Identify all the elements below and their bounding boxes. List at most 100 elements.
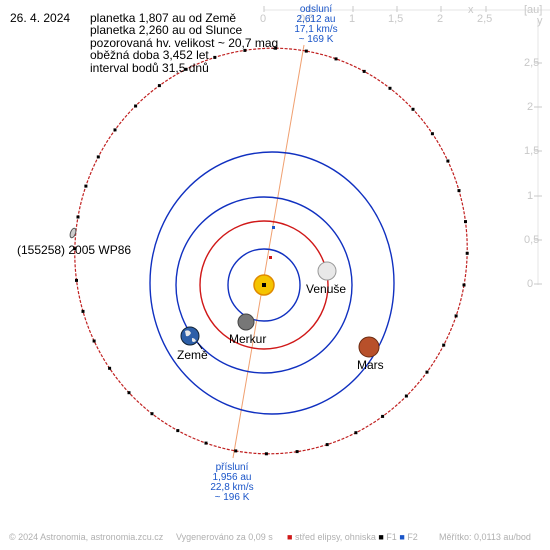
asteroid-orbit-point (96, 155, 100, 159)
earth-land (185, 330, 196, 342)
asteroid-label: (155258) 2005 WP86 (17, 243, 132, 257)
x-axis (263, 6, 550, 12)
asteroid-orbit-point (457, 189, 461, 193)
y-axis-label: y (537, 15, 543, 27)
footer-copyright: © 2024 Astronomia, astronomia.zcu.cz (9, 532, 164, 542)
footer-generated: Vygenerováno za 0,09 s (176, 532, 273, 542)
ellipse-center-marker (269, 256, 272, 259)
asteroid-orbit-point (108, 366, 112, 370)
asteroid-orbit-point (81, 309, 85, 313)
legend-center-label: střed elipsy, ohniska (294, 532, 376, 542)
aphelion-temperature: ~ 169 K (298, 34, 334, 45)
earth-planet (180, 326, 200, 346)
info-period: oběžná doba 3,452 let (90, 48, 209, 63)
asteroid-orbit-point (243, 48, 247, 52)
legend-f1-label: F1 (386, 532, 397, 542)
perihelion-speed: 22,8 km/s (210, 482, 254, 493)
mercury-label: Merkur (229, 332, 267, 346)
asteroid-orbit-point (92, 339, 96, 343)
asteroid-orbit-point (404, 394, 408, 398)
asteroid-orbit-point (213, 55, 217, 59)
x-tick-2-5: 2,5 (477, 13, 493, 25)
legend-f1-dot: ■ (378, 532, 384, 542)
x-tick-1-5: 1,5 (388, 13, 404, 25)
footer-scale: Měřítko: 0,0113 au/bod (439, 532, 531, 542)
asteroid-orbit-point (325, 443, 329, 447)
asteroid-orbit-point (113, 128, 117, 132)
asteroid-orbit-point (381, 414, 385, 418)
perihelion-label: přísluní 1,956 au 22,8 km/s ~ 196 K (203, 463, 261, 503)
info-interval: interval bodů 31,5 dnů (90, 60, 209, 75)
venus-planet (317, 261, 337, 281)
y-tick-2: 2 (527, 101, 534, 113)
asteroid-orbit-point (334, 57, 338, 61)
date-label: 26. 4. 2024 (10, 11, 71, 25)
perihelion-temperature: ~ 196 K (214, 492, 250, 503)
x-tick-0: 0 (260, 13, 267, 25)
x-tick-0-5: 0,5 (299, 13, 315, 25)
asteroid-orbit-point (176, 429, 180, 433)
y-axis (534, 20, 542, 285)
earth-orbit (175, 196, 353, 374)
perihelion-title: přísluní (215, 462, 249, 473)
earth-label: Země (177, 348, 208, 362)
y-tick-1-5: 1,5 (524, 145, 540, 157)
asteroid-orbit-point (430, 132, 434, 136)
asteroid-orbit-point (150, 412, 154, 416)
apsis-line (232, 44, 305, 459)
asteroid-orbit-point (264, 452, 268, 456)
asteroid-orbit-point (465, 251, 469, 255)
asteroid-orbit-point (73, 247, 77, 251)
focus-f2-marker (272, 226, 275, 229)
asteroid-orbit-point (84, 184, 88, 188)
asteroid-orbit-point (442, 343, 446, 347)
earth-leader (197, 342, 203, 350)
asteroid-orbit-point (454, 314, 458, 318)
legend-center-dot: ■ (287, 532, 293, 542)
aphelion-speed: 17,1 km/s (294, 24, 338, 35)
asteroid-orbit-point (274, 46, 278, 50)
asteroid-orbit-point (76, 215, 80, 219)
mercury-planet (237, 313, 255, 331)
asteroid-orbit-point (362, 69, 366, 73)
asteroid-orbit-point (234, 449, 238, 453)
x-tick-1: 1 (349, 13, 356, 25)
footer-legend: ■ střed elipsy, ohniska ■ F1 ■ F2 (287, 532, 418, 542)
asteroid-orbit-point (204, 441, 208, 445)
y-tick-0-5: 0,5 (524, 234, 540, 246)
asteroid-orbit-point (304, 49, 308, 53)
asteroid-orbit-point (425, 370, 429, 374)
y-tick-0: 0 (527, 278, 534, 290)
asteroid-orbit-point (388, 86, 392, 90)
asteroid-orbit-point (411, 107, 415, 111)
info-distance-sun: planetka 2,260 au od Slunce (90, 23, 243, 38)
asteroid-orbit-point (462, 283, 466, 287)
asteroid-orbit-point (446, 159, 450, 163)
mars-orbit (149, 151, 395, 415)
sun-center (262, 283, 266, 287)
legend-f2-label: F2 (407, 532, 418, 542)
asteroid-orbit-point (127, 391, 131, 395)
aphelion-label: odsluní 2,612 au 17,1 km/s ~ 169 K (288, 5, 344, 45)
x-tick-2: 2 (437, 13, 444, 25)
asteroid-orbit-point (134, 104, 138, 108)
info-magnitude: pozorovaná hv. velikost ~ 20,7 mag (90, 35, 279, 50)
asteroid-orbit-point (464, 220, 467, 224)
aphelion-title: odsluní (299, 4, 333, 15)
legend-f2-dot: ■ (399, 532, 405, 542)
venus-label: Venuše (306, 282, 347, 296)
asteroid-orbit-point (184, 67, 188, 71)
y-tick-1: 1 (527, 190, 534, 202)
venus-orbit (199, 220, 329, 350)
asteroid-orbit-point (295, 450, 299, 454)
info-distance-earth: planetka 1,807 au od Země (90, 11, 237, 25)
asteroid-marker (69, 227, 77, 239)
mercury-orbit (227, 248, 301, 322)
aphelion-distance: 2,612 au (296, 14, 336, 25)
mars-planet (358, 336, 380, 358)
asteroid-orbit-points (73, 46, 469, 456)
asteroid-orbit-point (354, 431, 358, 435)
units-label: [au] (524, 4, 543, 16)
mars-label: Mars (357, 358, 384, 372)
